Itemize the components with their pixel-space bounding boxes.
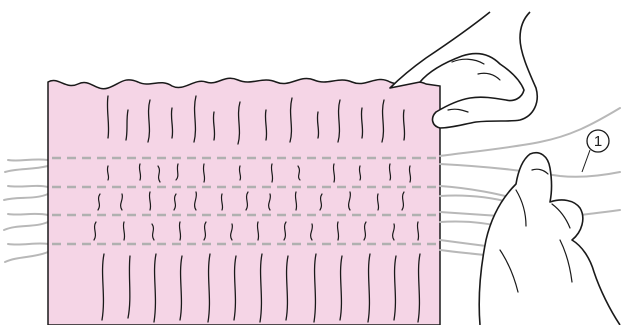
callout-leader-line (582, 150, 590, 172)
callout-number: 1 (594, 133, 602, 150)
right-hand (479, 153, 620, 325)
gathered-fabric (48, 78, 440, 325)
left-thread-ends (4, 159, 48, 262)
callout-1: 1 (582, 130, 609, 172)
